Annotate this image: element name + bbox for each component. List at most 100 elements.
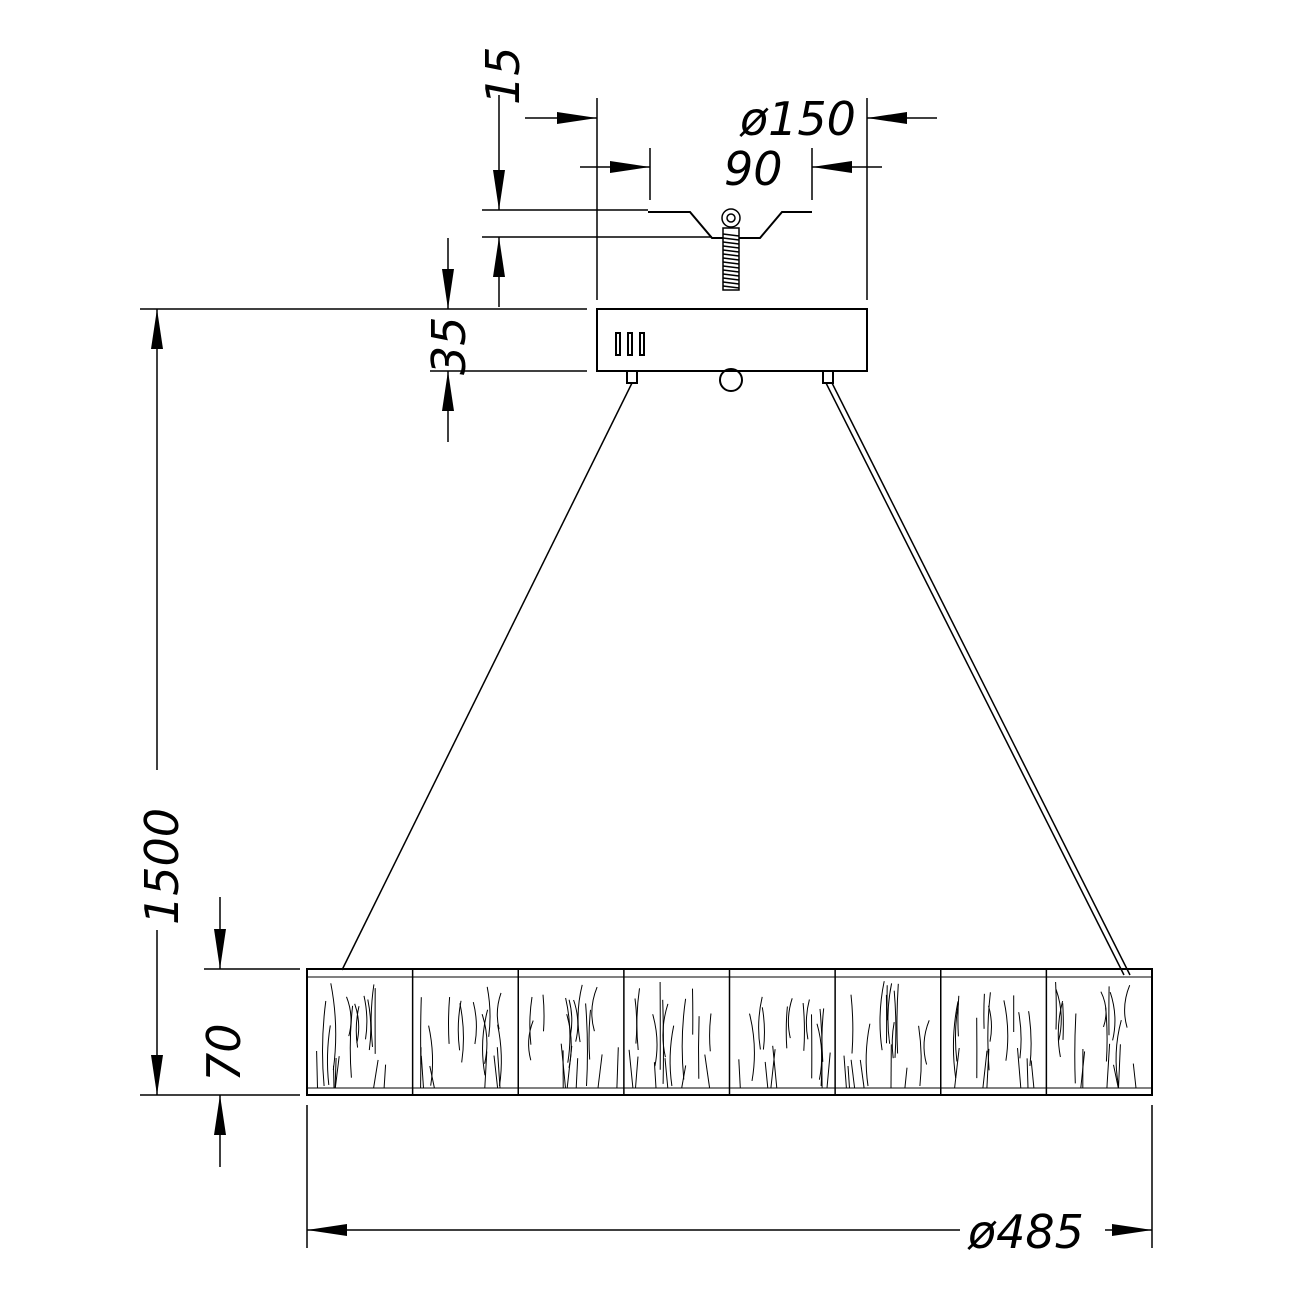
- screw-thread: [722, 273, 740, 277]
- crystal-facet: [891, 1022, 895, 1059]
- cable-anchor-left: [626, 370, 638, 384]
- crystal-facet: [560, 1043, 566, 1089]
- crystal-facet: [367, 999, 372, 1051]
- label-bracket-thickness: 15: [476, 46, 530, 105]
- crystal-facet: [709, 1013, 712, 1052]
- crystal-facet: [354, 1003, 360, 1044]
- crystal-facet: [420, 1055, 424, 1089]
- crystal-facet: [805, 999, 810, 1040]
- label-canopy-diameter: ø150: [739, 92, 856, 146]
- crystal-facet: [664, 1058, 669, 1089]
- crystal-facet: [662, 1003, 669, 1058]
- crystal-facet: [785, 1006, 788, 1049]
- crystal-facet: [988, 1005, 992, 1042]
- crystal-facet: [565, 997, 571, 1063]
- crystal-facet: [575, 1058, 579, 1089]
- crystal-facet: [821, 1046, 823, 1089]
- crystal-facet: [704, 1054, 711, 1089]
- dimension-ring-diameter: [306, 1105, 1153, 1248]
- crystal-facet: [923, 1020, 930, 1065]
- vent-slots-icon: [615, 332, 645, 356]
- crystal-facet: [787, 998, 793, 1039]
- screw-thread: [722, 237, 740, 241]
- crystal-facet: [879, 981, 885, 1051]
- suspension-cables: [341, 382, 1131, 976]
- crystal-facet: [954, 1047, 960, 1089]
- dimension-suspension-length: [140, 309, 300, 1096]
- crystal-facet: [816, 1023, 823, 1080]
- crystal-facet: [616, 1047, 619, 1089]
- crystal-facet: [904, 1067, 908, 1089]
- crystal-facet: [770, 1049, 776, 1089]
- screw-thread: [722, 233, 740, 237]
- screw-thread: [722, 253, 740, 257]
- crystal-facet: [486, 986, 491, 1037]
- crystal-facet: [1003, 1000, 1009, 1061]
- cable-right-a: [825, 382, 1125, 976]
- crystal-facet: [333, 1065, 335, 1089]
- crystal-facet: [334, 1056, 340, 1089]
- crystal-facet: [448, 997, 451, 1044]
- crystal-facet: [429, 1065, 435, 1089]
- crystal-facet: [859, 1059, 865, 1089]
- crystal-facet: [1074, 1013, 1077, 1084]
- crystal-facet: [843, 1055, 847, 1089]
- crystal-facet: [493, 1055, 499, 1089]
- screw-thread: [722, 249, 740, 253]
- cable-right-b: [831, 382, 1131, 976]
- crystal-facet: [1062, 1003, 1064, 1040]
- crystal-facet: [1028, 1011, 1032, 1066]
- crystal-facet: [355, 1006, 360, 1048]
- crystal-facet: [1132, 1063, 1137, 1089]
- crystal-facet: [918, 1025, 922, 1087]
- crystal-facet: [1106, 1043, 1111, 1089]
- crystal-facet: [628, 1049, 634, 1089]
- crystal-facet: [597, 1054, 603, 1089]
- crystal-facet: [326, 1025, 331, 1085]
- label-suspension-length: 1500: [135, 808, 189, 925]
- crystal-facet: [573, 999, 579, 1042]
- screw-thread: [722, 269, 740, 273]
- crystal-facet: [758, 996, 763, 1050]
- crystal-facet: [653, 1062, 657, 1089]
- crystal-facet: [983, 993, 985, 1029]
- dimension-bracket-width: [580, 148, 882, 200]
- crystal-facet: [482, 1009, 489, 1076]
- crystal-facet: [635, 1056, 639, 1089]
- crystal-facet: [1026, 1058, 1029, 1089]
- crystal-ring: [306, 968, 1153, 1096]
- crystal-facet: [681, 1065, 687, 1089]
- crystal-facet: [1113, 1064, 1119, 1089]
- dimension-canopy-diameter: [525, 98, 937, 300]
- crystal-facet: [334, 1057, 337, 1089]
- crystal-facet: [1109, 992, 1116, 1041]
- label-ring-height: 70: [197, 1023, 251, 1082]
- crystal-facet: [566, 1045, 573, 1089]
- crystal-facet: [316, 1050, 318, 1089]
- crystal-facet: [738, 1059, 741, 1089]
- crystal-facet: [1124, 985, 1131, 1028]
- crystal-facet: [952, 1001, 959, 1079]
- screw-thread: [722, 261, 740, 265]
- canopy: [596, 308, 868, 392]
- screw-threads: [722, 233, 740, 289]
- crystal-facet: [896, 983, 899, 1054]
- label-ring-diameter: ø485: [967, 1205, 1084, 1259]
- screw-thread: [722, 277, 740, 281]
- label-bracket-width: 90: [724, 142, 783, 196]
- screw-thread: [722, 245, 740, 249]
- crystal-facet: [542, 994, 545, 1032]
- crystal-facet: [363, 995, 368, 1040]
- crystal-facet: [1115, 1019, 1122, 1087]
- crystal-facet: [591, 986, 598, 1032]
- screw-thread: [722, 281, 740, 285]
- crystal-facet: [893, 990, 897, 1058]
- crystal-facet: [568, 999, 573, 1036]
- crystal-facet: [850, 994, 854, 1054]
- crystal-facet: [1018, 1012, 1022, 1059]
- dimension-canopy-height: [140, 238, 587, 442]
- crystal-facet: [349, 1005, 354, 1078]
- crystal-facet: [1055, 989, 1062, 1041]
- crystal-facet: [585, 1003, 588, 1087]
